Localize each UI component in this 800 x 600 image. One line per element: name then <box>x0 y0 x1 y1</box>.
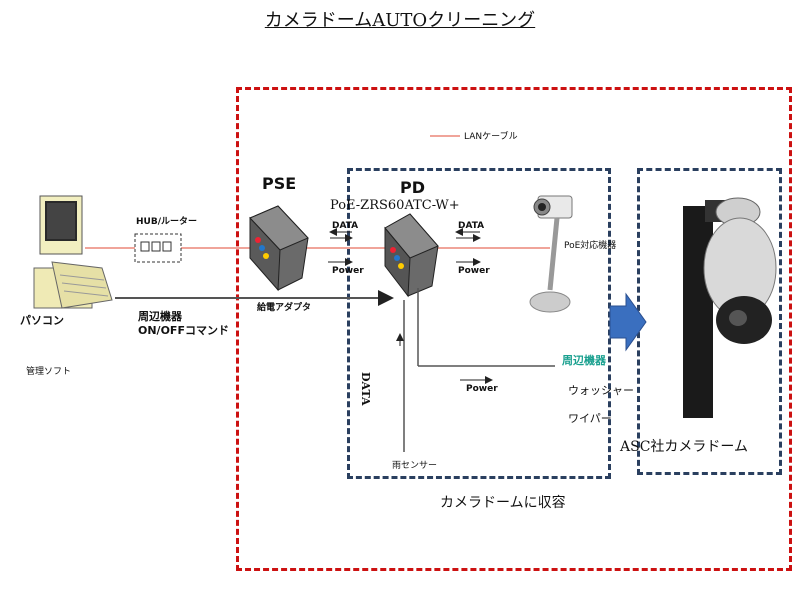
pse-sublabel: 給電アダプタ <box>257 303 312 313</box>
hub-label: HUB/ルーター <box>136 217 197 227</box>
hub-icon <box>134 233 182 263</box>
rain-sensor-label: 雨センサー <box>392 461 438 471</box>
lan-legend-line <box>430 135 460 137</box>
poe-device-label: PoE対応機器 <box>564 241 617 251</box>
lan-legend-label: LANケーブル <box>464 132 518 142</box>
power-label-left: Power <box>332 266 364 276</box>
power-lower-label: Power <box>466 384 498 394</box>
data-vertical-label: DATA <box>359 372 372 406</box>
data-label-left: DATA <box>332 221 359 231</box>
pc-label: パソコン <box>20 314 64 327</box>
pse-device <box>249 205 309 292</box>
power-label-right: Power <box>458 266 490 276</box>
pd-caption: カメラドームに収容 <box>440 495 566 511</box>
pd-device <box>384 213 439 298</box>
washer-label: ウォッシャー <box>568 384 634 397</box>
data-label-right: DATA <box>458 221 485 231</box>
software-label: 管理ソフト <box>26 367 72 377</box>
camera-dome-image <box>683 197 777 418</box>
cmd-label-2: ON/OFFコマンド <box>138 324 229 337</box>
cmd-label-1: 周辺機器 <box>138 310 182 323</box>
diagram-title: カメラドームAUTOクリーニング <box>264 10 536 31</box>
pse-label: PSE <box>262 174 297 193</box>
camera-caption: ASC社カメラドーム <box>620 439 748 455</box>
pd-model: PoE-ZRS60ATC-W+ <box>330 198 460 213</box>
lan-line-pse-pd <box>305 247 390 249</box>
wiper-label: ワイパー <box>568 412 612 425</box>
peripherals-header: 周辺機器 <box>562 354 606 367</box>
poe-camera-device <box>529 195 573 313</box>
outer-dashed-box <box>236 87 792 571</box>
pc-icon <box>33 195 113 309</box>
transfer-arrow <box>609 292 647 352</box>
lan-line-pd-device <box>432 247 550 249</box>
pd-label: PD <box>400 178 426 197</box>
